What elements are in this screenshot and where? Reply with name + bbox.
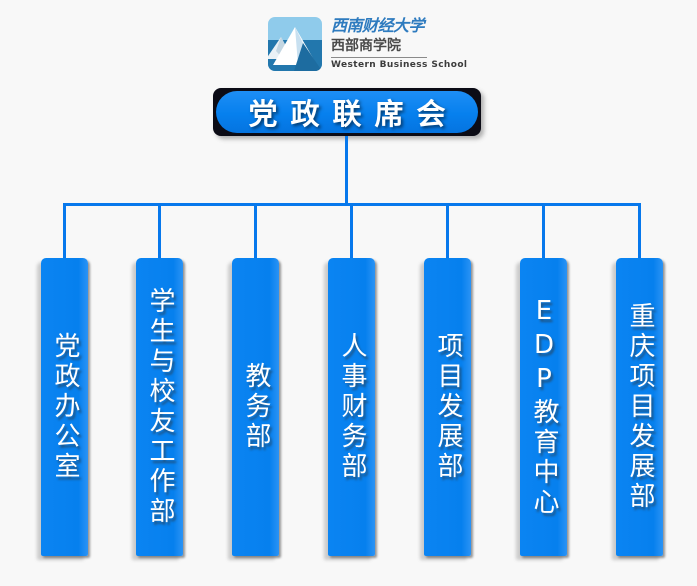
school-name-en: Western Business School — [331, 60, 468, 70]
dept-label: 学生与校友工作部 — [145, 287, 175, 527]
dept-label: EDP教育中心 — [529, 296, 559, 518]
dept-box-hr-finance: 人事财务部 — [328, 258, 375, 556]
dept-label: 教务部 — [241, 362, 271, 452]
dept-box-edp-education-center: EDP教育中心 — [520, 258, 567, 556]
root-node-label: 党政联席会 — [248, 97, 459, 131]
dept-label: 人事财务部 — [337, 332, 367, 482]
dept-box-chongqing-project-development: 重庆项目发展部 — [616, 258, 663, 556]
connector-drop-6 — [542, 204, 545, 259]
dept-box-student-alumni: 学生与校友工作部 — [136, 258, 183, 556]
connector-drop-4 — [350, 204, 353, 259]
connector-stem — [345, 136, 348, 204]
connector-drop-7 — [638, 204, 641, 259]
connector-drop-5 — [446, 204, 449, 259]
connector-drop-2 — [158, 204, 161, 259]
root-node: 党政联席会 — [213, 88, 481, 136]
school-logo: 西南财经大学 西部商学院 Western Business School — [268, 16, 468, 71]
logo-text-block: 西南财经大学 西部商学院 Western Business School — [331, 16, 468, 71]
dept-label: 重庆项目发展部 — [625, 302, 655, 512]
university-name: 西南财经大学 — [331, 16, 425, 35]
dept-label: 项目发展部 — [433, 332, 463, 482]
mountain-logo-icon — [268, 16, 322, 71]
logo-divider — [331, 57, 427, 58]
dept-label: 党政办公室 — [50, 332, 80, 482]
school-name-cn: 西部商学院 — [331, 38, 401, 54]
connector-drop-3 — [254, 204, 257, 259]
dept-box-academic-affairs: 教务部 — [232, 258, 279, 556]
dept-box-project-development: 项目发展部 — [424, 258, 471, 556]
connector-drop-1 — [63, 204, 66, 259]
root-node-pill: 党政联席会 — [216, 91, 478, 133]
dept-box-party-gov-office: 党政办公室 — [41, 258, 88, 556]
